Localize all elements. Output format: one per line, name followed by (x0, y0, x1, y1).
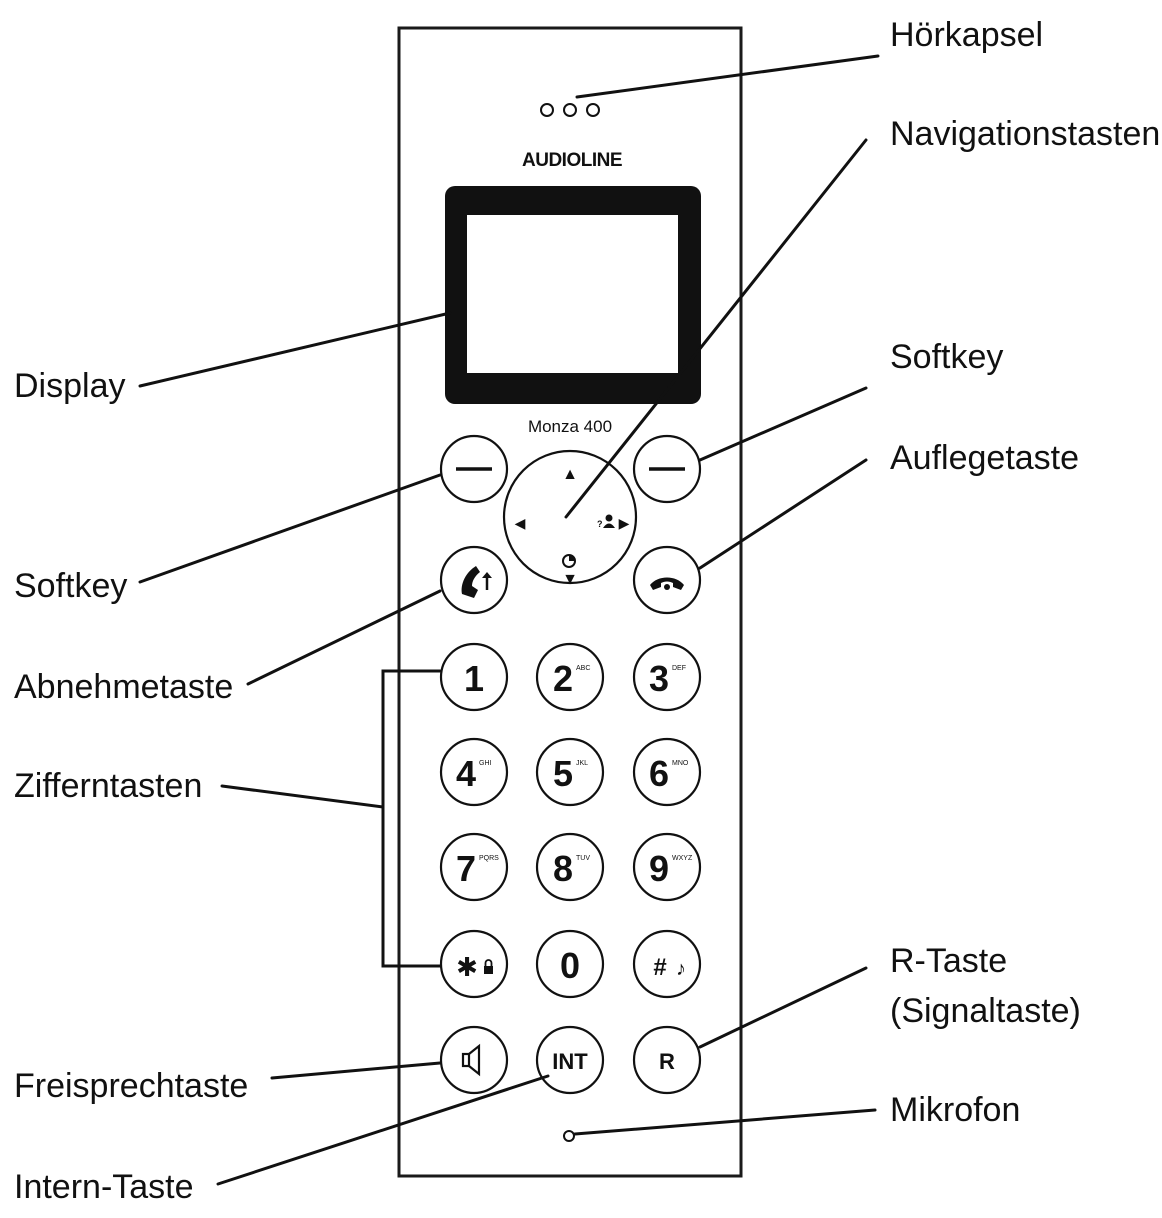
phonebook-icon: ? (597, 514, 615, 529)
key-7-label: 7 (456, 848, 476, 889)
label-hoerkapsel: Hörkapsel (890, 16, 1043, 54)
handset-hangup-icon (650, 577, 684, 590)
key-2-letters: ABC (576, 665, 590, 672)
key-5-letters: JKL (576, 760, 588, 767)
leader-intern-taste (216, 1074, 550, 1186)
leader-abnehmetaste (246, 589, 442, 686)
svg-text:?: ? (597, 519, 603, 529)
key-5-button[interactable]: 5 JKL (535, 737, 605, 807)
leader-auflegetaste (698, 458, 868, 570)
leader-navigationstasten (564, 138, 868, 519)
handset-pickup-icon (461, 566, 492, 598)
bracket-zifferntasten (381, 669, 442, 968)
label-zifferntasten: Zifferntasten (14, 767, 202, 805)
on-hook-button[interactable] (632, 545, 702, 615)
label-auflegetaste: Auflegetaste (890, 439, 1079, 477)
nav-up-icon: ▲ (562, 466, 578, 483)
key-9-label: 9 (649, 848, 669, 889)
leader-softkey-left (138, 473, 442, 584)
label-intern-taste: Intern-Taste (14, 1168, 194, 1206)
nav-right-icon: ▶ (619, 515, 630, 531)
intern-button[interactable]: INT (535, 1025, 605, 1095)
leader-zifferntasten (220, 784, 385, 809)
speaker-icon (461, 1043, 481, 1077)
r-label: R (659, 1049, 675, 1074)
label-softkey-right: Softkey (890, 338, 1003, 376)
microphone (563, 1130, 575, 1142)
earpiece (540, 103, 600, 117)
music-note-icon: ♪ (676, 958, 686, 980)
label-signaltaste: (Signaltaste) (890, 992, 1081, 1030)
key-6-letters: MNO (672, 760, 689, 767)
key-1-button[interactable]: 1 (439, 642, 509, 712)
key-4-letters: GHI (479, 760, 492, 767)
softkey-left-button[interactable] (439, 434, 509, 504)
call-list-icon (562, 554, 576, 568)
key-star-button[interactable]: ✱ (439, 929, 509, 999)
star-icon: ✱ (456, 952, 478, 982)
int-label: INT (552, 1049, 588, 1074)
leader-softkey-right (698, 386, 868, 462)
key-0-button[interactable]: 0 (535, 929, 605, 999)
key-8-label: 8 (553, 848, 573, 889)
key-1-label: 1 (464, 658, 484, 699)
leader-freisprechtaste (270, 1061, 442, 1080)
key-3-button[interactable]: 3 DEF (632, 642, 702, 712)
speakerphone-button[interactable] (439, 1025, 509, 1095)
leader-lines (138, 54, 880, 1186)
key-8-letters: TUV (576, 855, 590, 862)
lock-icon (484, 959, 493, 974)
r-button[interactable]: R (632, 1025, 702, 1095)
model-name: Monza 400 (528, 417, 612, 436)
off-hook-button[interactable] (439, 545, 509, 615)
nav-down-icon: ▼ (562, 571, 578, 588)
key-3-label: 3 (649, 658, 669, 699)
label-display: Display (14, 367, 125, 405)
key-3-letters: DEF (672, 665, 686, 672)
label-freisprechtaste: Freisprechtaste (14, 1067, 248, 1105)
key-7-button[interactable]: 7 PQRS (439, 832, 509, 902)
brand-logo: AUDIOLINE (522, 150, 622, 171)
label-mikrofon: Mikrofon (890, 1091, 1020, 1129)
key-0-label: 0 (560, 945, 580, 986)
label-r-taste: R-Taste (890, 942, 1007, 980)
key-9-button[interactable]: 9 WXYZ (632, 832, 702, 902)
key-4-button[interactable]: 4 GHI (439, 737, 509, 807)
key-5-label: 5 (553, 753, 573, 794)
key-7-letters: PQRS (479, 855, 499, 862)
key-hash-button[interactable]: # ♪ (632, 929, 702, 999)
leader-display (138, 311, 452, 388)
key-2-label: 2 (553, 658, 573, 699)
hash-icon: # (653, 954, 666, 981)
key-6-button[interactable]: 6 MNO (632, 737, 702, 807)
leader-hoerkapsel (575, 54, 880, 99)
softkey-right-button[interactable] (632, 434, 702, 504)
label-navigationstasten: Navigationstasten (890, 115, 1160, 153)
leader-mikrofon (573, 1108, 877, 1136)
navigation-pad[interactable]: ▲ ◀ ▶ ? ▼ (502, 449, 638, 588)
label-abnehmetaste: Abnehmetaste (14, 668, 233, 706)
nav-left-icon: ◀ (515, 515, 526, 531)
label-softkey-left: Softkey (14, 567, 127, 605)
key-9-letters: WXYZ (672, 855, 693, 862)
key-4-label: 4 (456, 753, 476, 794)
key-6-label: 6 (649, 753, 669, 794)
key-8-button[interactable]: 8 TUV (535, 832, 605, 902)
key-2-button[interactable]: 2 ABC (535, 642, 605, 712)
display-screen (445, 186, 701, 404)
leader-r-taste (698, 966, 868, 1049)
